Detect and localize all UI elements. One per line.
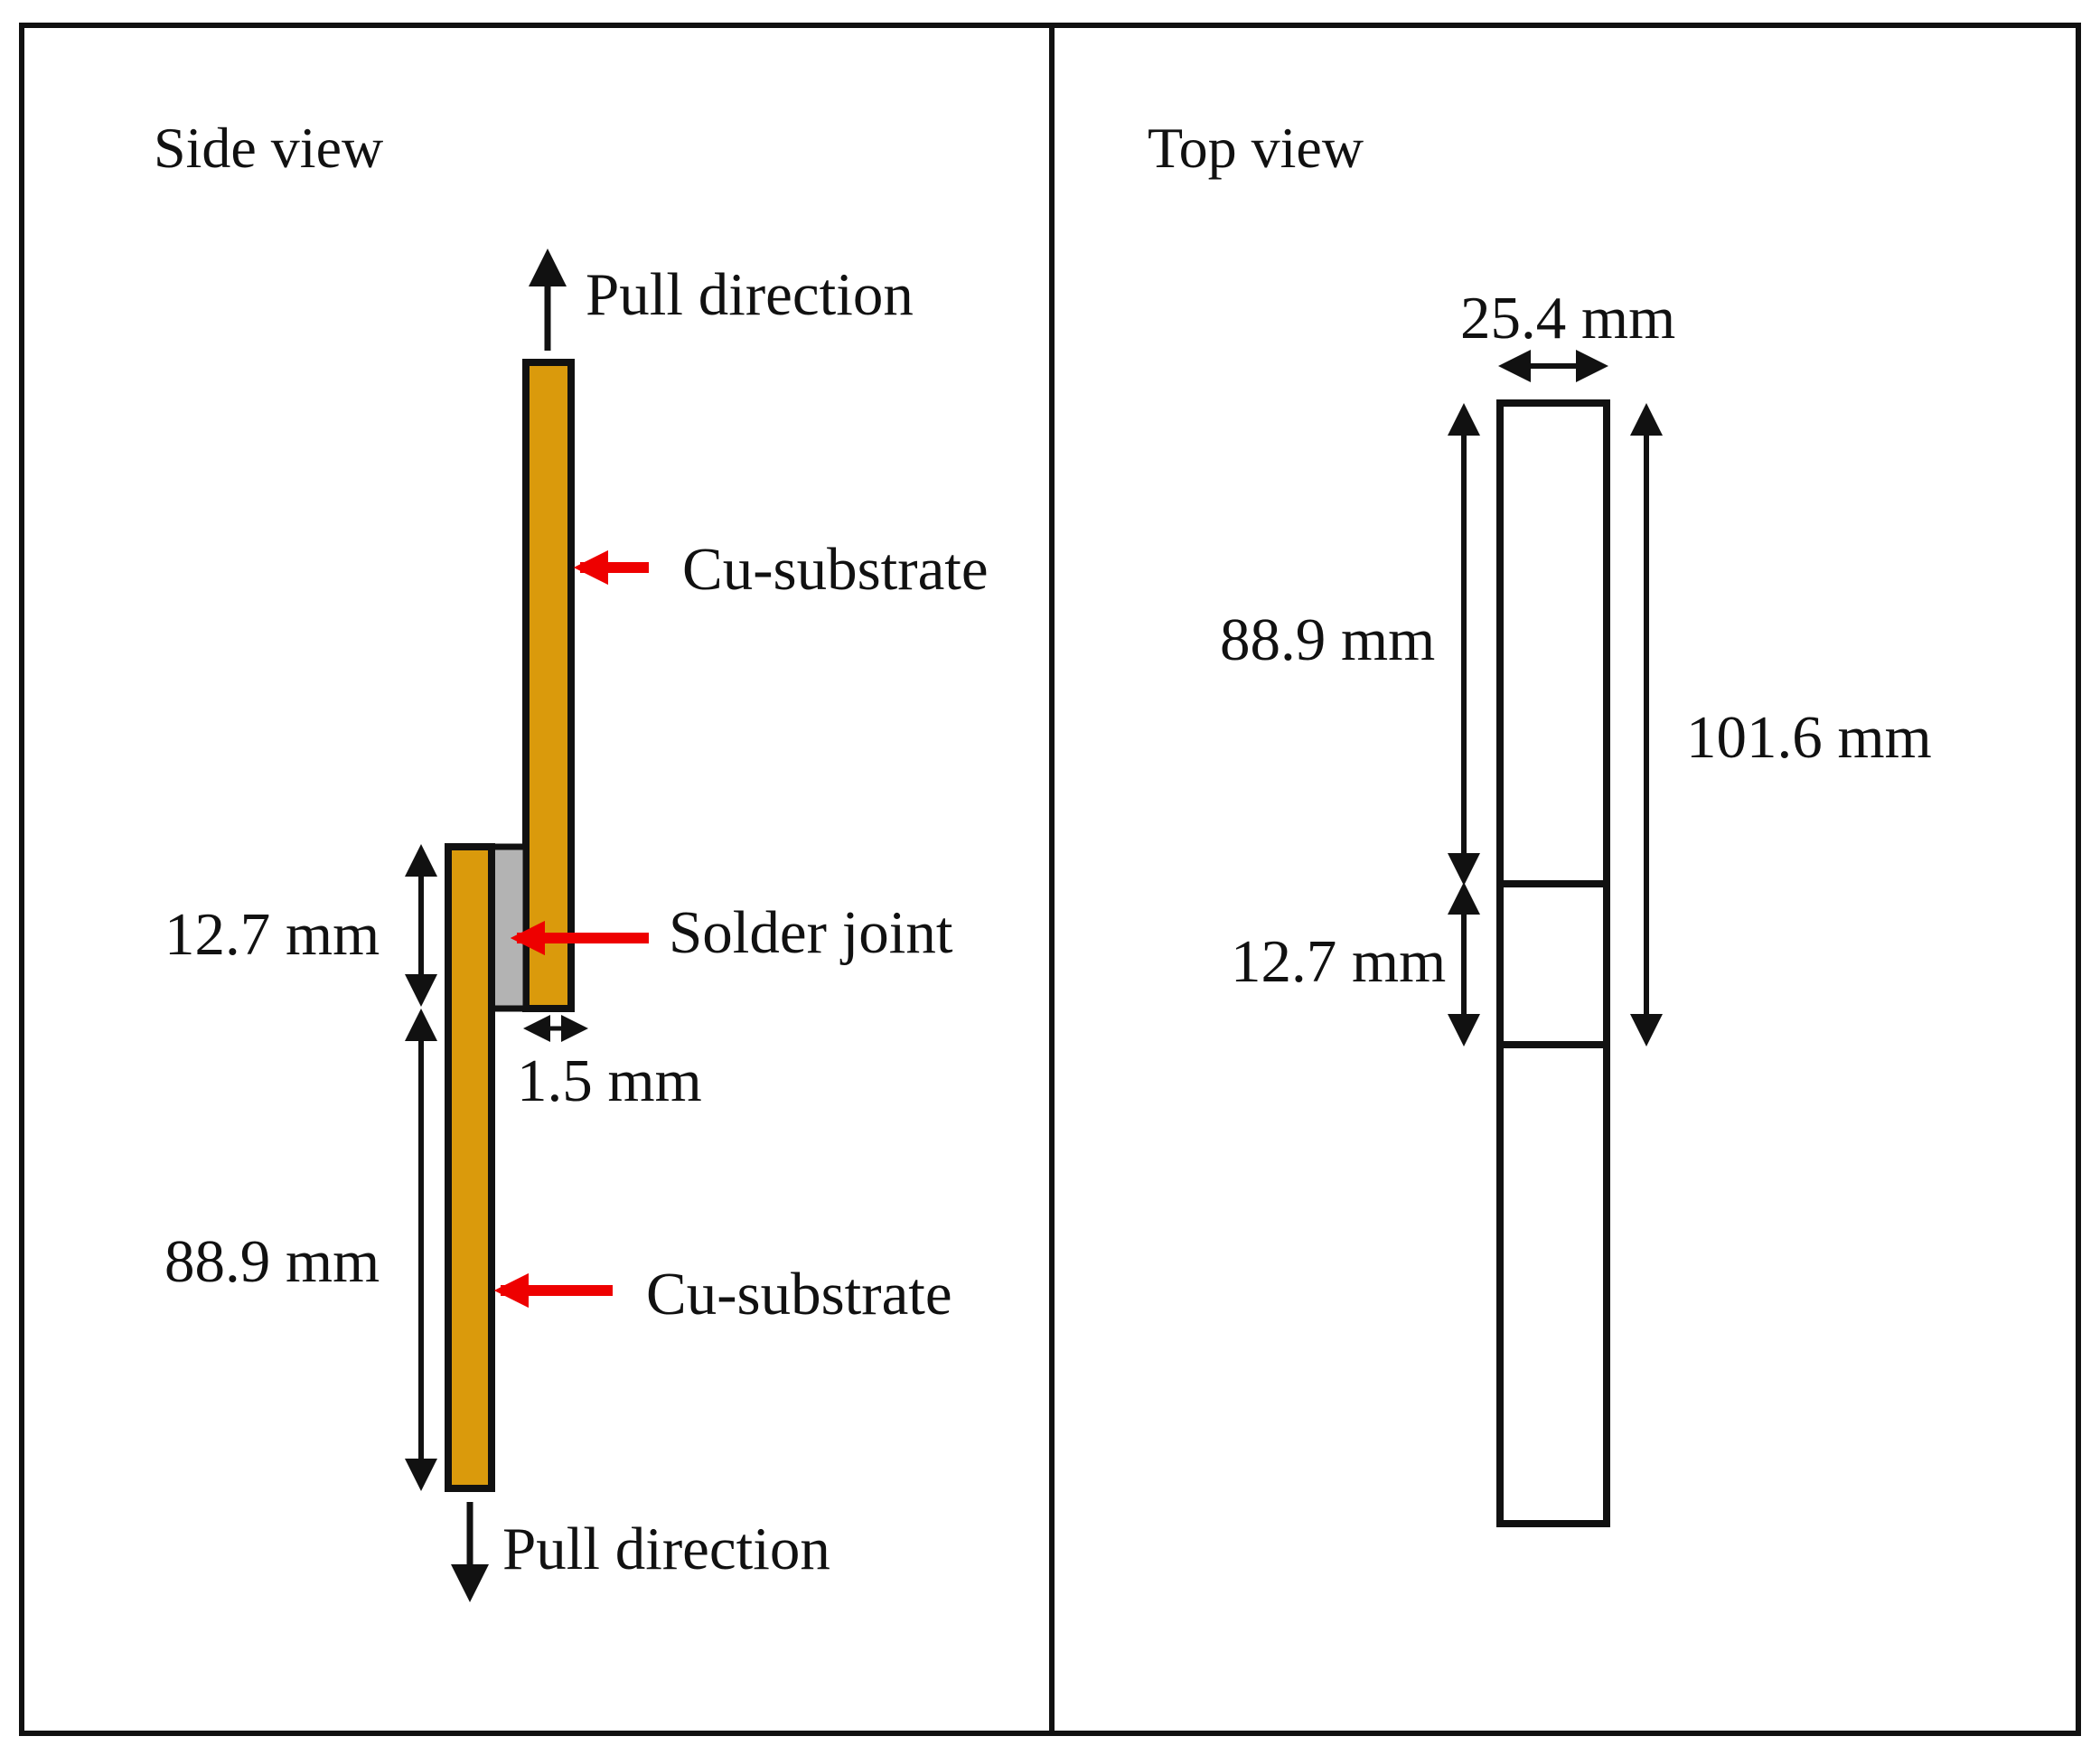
pull-direction-bottom-label: Pull direction (502, 1516, 830, 1582)
width-dimension-label: 25.4 mm (1460, 285, 1675, 352)
top-view-panel: Top view 25.4 mm 88.9 mm 12.7 mm 101.6 m… (1148, 116, 1932, 1527)
total-length-dimension-label: 101.6 mm (1686, 704, 1932, 771)
top-overlap-dimension-label: 12.7 mm (1231, 928, 1446, 995)
solder-joint (488, 843, 530, 1012)
overlap-dimension-label: 12.7 mm (164, 901, 380, 968)
cu-substrate-lower-label: Cu-substrate (646, 1261, 952, 1328)
cu-substrate-upper (522, 359, 575, 1012)
solder-joint-label: Solder joint (669, 899, 953, 966)
cu-substrate-lower (445, 843, 495, 1492)
thickness-dimension-label: 1.5 mm (517, 1047, 702, 1114)
top-length-dimension-label: 88.9 mm (1220, 606, 1435, 673)
length-dimension-label: 88.9 mm (164, 1228, 380, 1295)
top-view-title: Top view (1148, 116, 1364, 180)
side-view-panel: Side view Pull direction Cu-substrate So… (154, 116, 989, 1602)
pull-direction-top-label: Pull direction (586, 261, 914, 328)
side-view-title: Side view (154, 116, 383, 180)
cu-substrate-upper-label: Cu-substrate (682, 536, 989, 603)
top-view-specimen (1496, 399, 1610, 1527)
